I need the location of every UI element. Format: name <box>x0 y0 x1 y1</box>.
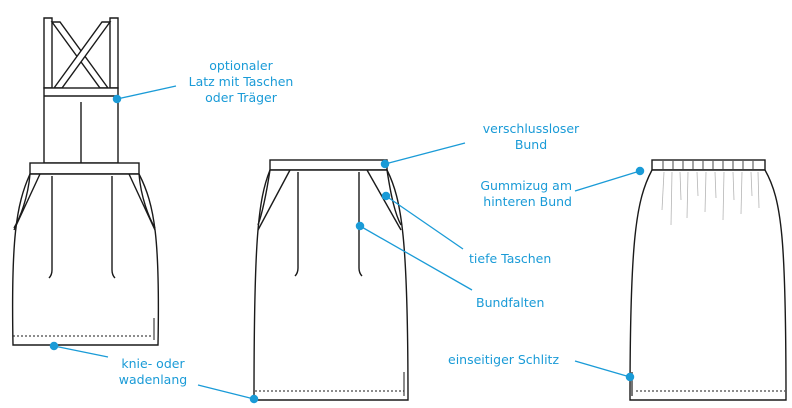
elastic-label-line1: Gummizug am <box>480 178 572 193</box>
waistband-dot <box>380 159 390 169</box>
slit-label-text: einseitiger Schlitz <box>448 352 560 367</box>
slit-dot <box>625 372 635 382</box>
elastic-label-line2: hinteren Bund <box>483 194 572 209</box>
length-label-line2: wadenlang <box>118 372 188 387</box>
pockets-dot <box>381 191 391 201</box>
slit-label: einseitiger Schlitz <box>448 352 559 368</box>
waistband <box>269 159 388 171</box>
waistband <box>29 162 140 175</box>
elastic-dot <box>635 166 645 176</box>
length-label: knie- oder wadenlang <box>106 356 200 388</box>
strap-left <box>43 17 53 89</box>
waistband-label: verschlussloser Bund <box>470 121 592 153</box>
length-label-line1: knie- oder <box>121 356 185 371</box>
bib-label-line1: optionaler <box>209 58 273 73</box>
skirt-body <box>253 169 409 401</box>
elastic-label: Gummizug am hinteren Bund <box>452 178 572 210</box>
skirt-body <box>11 173 160 346</box>
waistband <box>651 159 766 171</box>
pleats-dot <box>355 221 365 231</box>
elastic-gathers <box>662 161 754 169</box>
waistband-label-line1: verschlussloser <box>482 121 580 136</box>
bib-label: optionaler Latz mit Taschen oder Träger <box>178 58 304 106</box>
bib-dot <box>112 94 122 104</box>
bib-label-line2: Latz mit Taschen <box>188 74 294 89</box>
pinafore-skirt-figure <box>11 17 160 346</box>
pockets-label: tiefe Taschen <box>469 251 551 267</box>
pleats-label: Bundfalten <box>476 295 544 311</box>
bib-label-line3: oder Träger <box>205 90 277 105</box>
leader-lines <box>49 85 645 404</box>
back-skirt-figure <box>629 159 787 401</box>
length-dot-1 <box>49 341 59 351</box>
skirt-body <box>629 169 787 401</box>
length-dot-2 <box>249 394 259 404</box>
gather-folds <box>661 171 760 226</box>
pockets-label-text: tiefe Taschen <box>469 251 552 266</box>
waistband-label-line2: Bund <box>514 137 548 152</box>
pleats-label-text: Bundfalten <box>476 295 545 310</box>
strap-right <box>109 17 119 89</box>
